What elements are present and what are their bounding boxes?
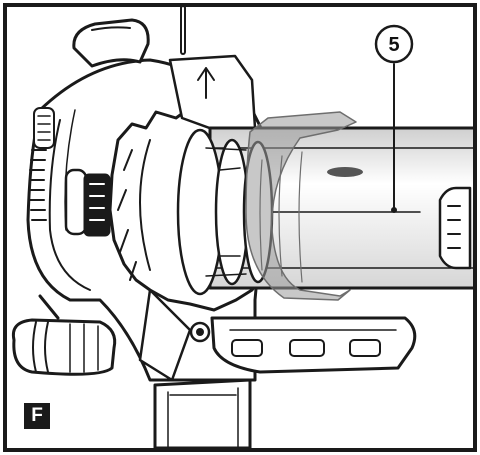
callout-number: 5	[388, 34, 399, 56]
panel-label: F	[24, 403, 50, 429]
grip-ribs	[29, 149, 47, 221]
rear-handle	[72, 18, 150, 68]
rotation-arrow	[245, 111, 357, 301]
tool-stem	[153, 378, 252, 448]
lower-bracket	[138, 288, 192, 382]
grip-pad	[33, 107, 55, 149]
auxiliary-handle	[11, 318, 117, 376]
tool-head	[168, 54, 257, 132]
speed-switch	[64, 168, 88, 236]
tube-latch	[438, 186, 472, 270]
callout-circle	[374, 24, 414, 64]
